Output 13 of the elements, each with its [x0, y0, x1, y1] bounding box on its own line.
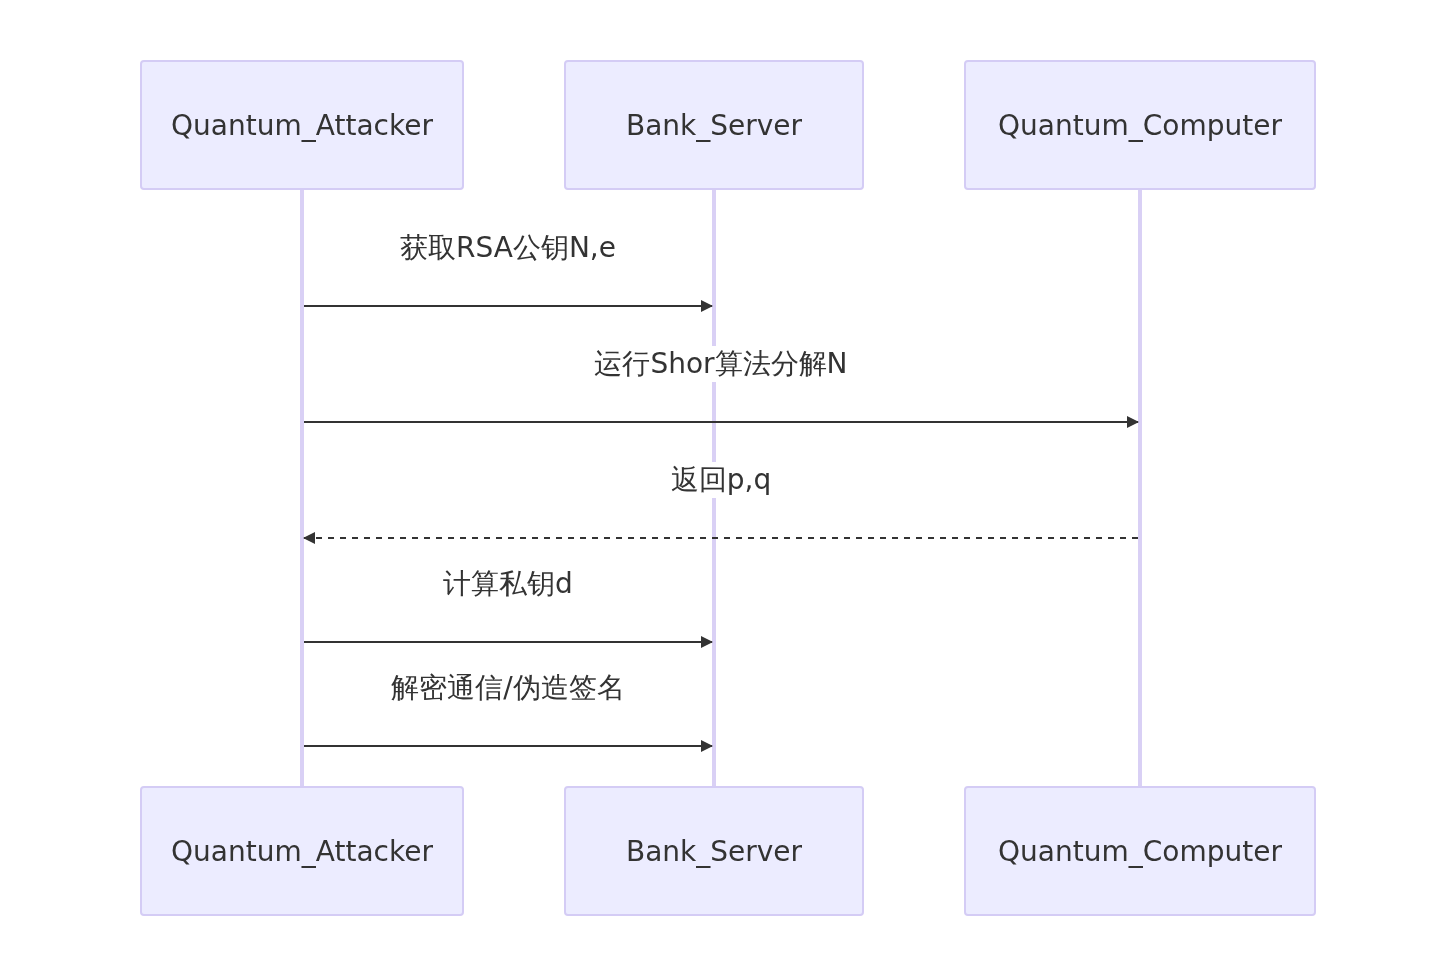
- message-arrow: [303, 740, 713, 752]
- participant-box: Quantum_Attacker: [140, 60, 464, 190]
- message-arrow: [303, 532, 1139, 544]
- lifeline: [300, 190, 304, 786]
- message-arrow: [303, 636, 713, 648]
- participant-box: Quantum_Computer: [964, 60, 1316, 190]
- participant-box: Quantum_Computer: [964, 786, 1316, 916]
- message-arrow: [303, 300, 713, 312]
- message-arrow: [303, 416, 1139, 428]
- lifeline: [1138, 190, 1142, 786]
- participant-box: Bank_Server: [564, 786, 864, 916]
- participant-box: Quantum_Attacker: [140, 786, 464, 916]
- participant-box: Bank_Server: [564, 60, 864, 190]
